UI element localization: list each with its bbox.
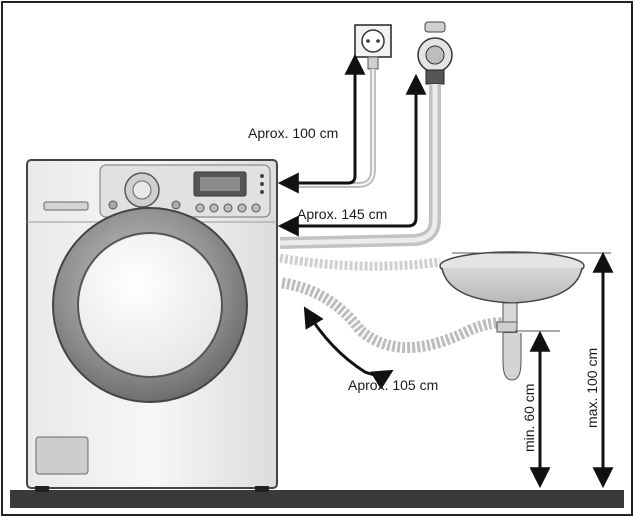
floor — [10, 490, 624, 508]
power-cord-label: Aprox. 100 cm — [248, 125, 338, 141]
inlet-hose-length-arrow — [277, 73, 427, 237]
door-glass — [77, 232, 223, 378]
inlet-hose-label: Aprox. 145 cm — [297, 206, 387, 222]
filter-cover — [35, 436, 89, 475]
max-height-label: max. 100 cm — [584, 348, 600, 428]
min-height-label: min. 60 cm — [521, 384, 537, 452]
drain-hose — [281, 277, 508, 353]
plug-icon — [367, 56, 379, 70]
drain-hose-length-arrow — [303, 306, 394, 390]
drain-hose-label: Aprox. 105 cm — [348, 377, 438, 393]
drain-hose-upper — [279, 253, 441, 271]
sink — [439, 251, 585, 381]
detergent-drawer — [43, 201, 89, 211]
water-tap-icon — [417, 21, 453, 85]
washing-machine — [26, 159, 278, 492]
wall-outlet-icon — [354, 24, 392, 58]
